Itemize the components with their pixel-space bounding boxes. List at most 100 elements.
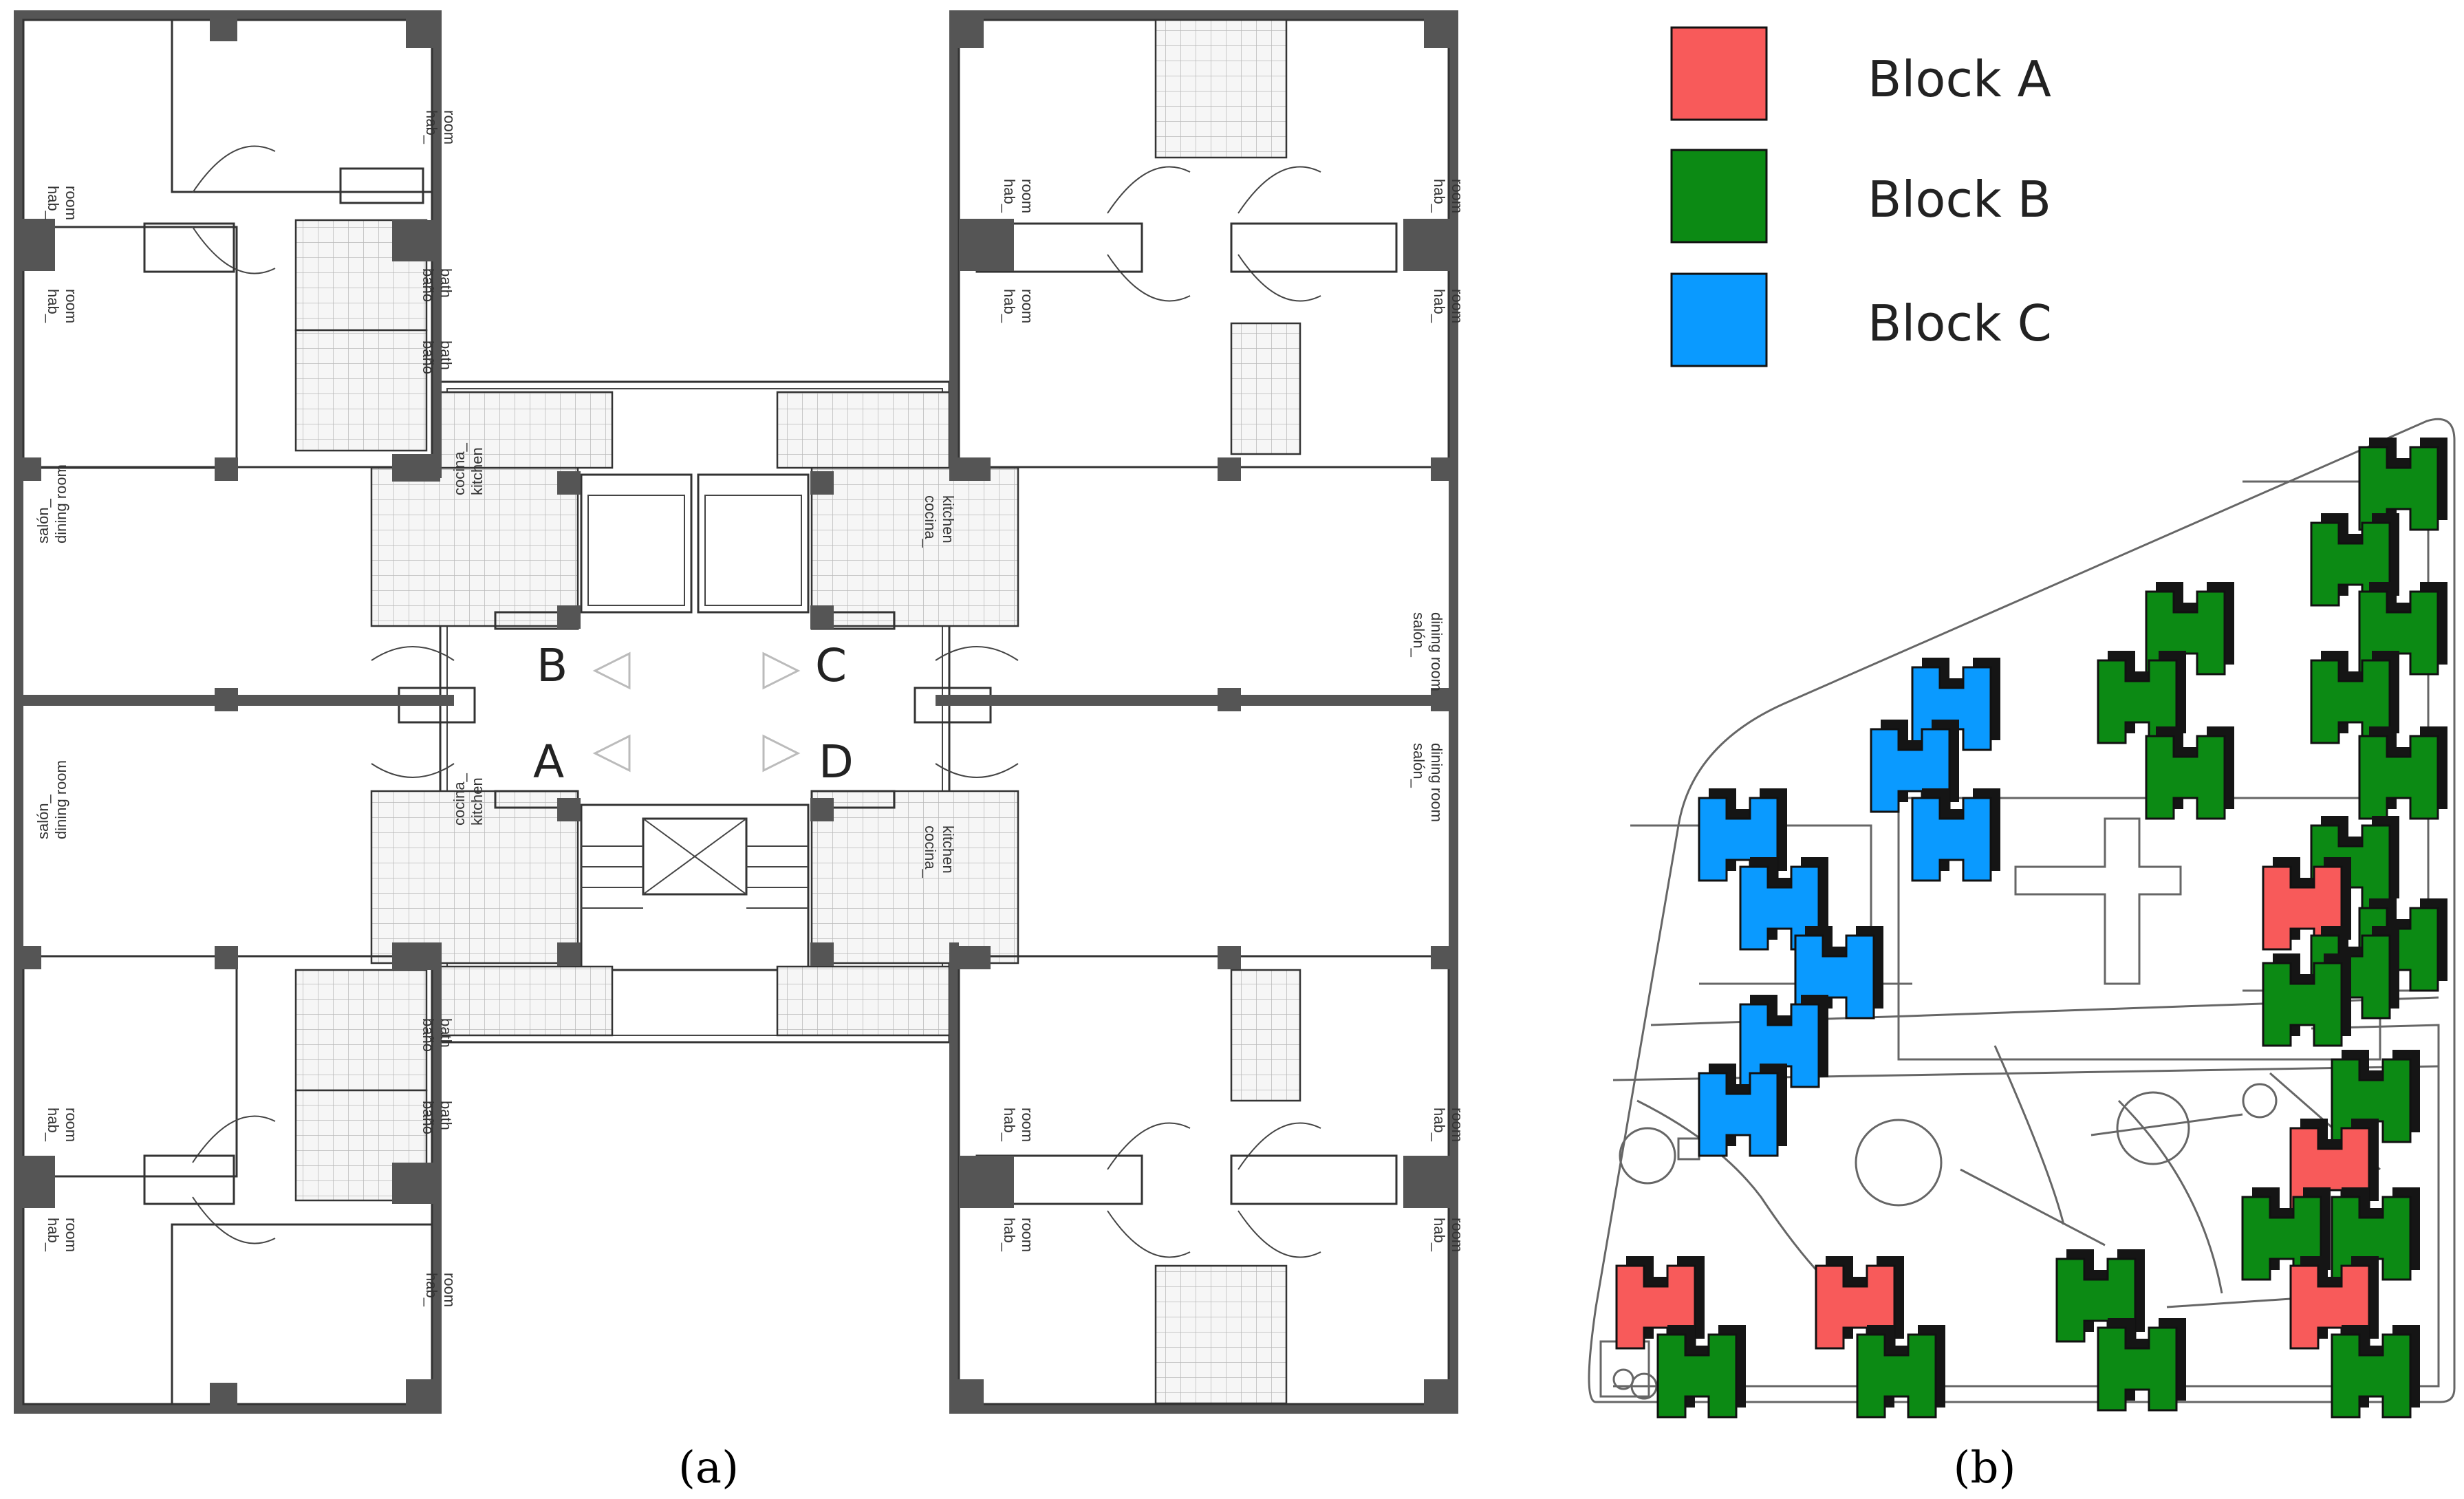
label-kitchen: kitchen xyxy=(468,447,486,495)
building-block-c xyxy=(1739,857,1828,951)
building-blocks xyxy=(1615,438,2447,1419)
building-footprint xyxy=(2262,962,2343,1047)
svg-text:salón_: salón_ xyxy=(1410,743,1427,788)
arrow-a-icon xyxy=(592,734,631,773)
svg-text:room: room xyxy=(1019,289,1036,323)
wing-top-right xyxy=(949,10,1458,1414)
svg-text:hab_: hab_ xyxy=(45,1218,62,1252)
svg-text:hab_: hab_ xyxy=(1001,1218,1018,1252)
svg-text:hab_: hab_ xyxy=(1001,1108,1018,1142)
building-block-b xyxy=(2262,953,2351,1047)
svg-text:room: room xyxy=(63,289,80,323)
svg-text:room: room xyxy=(63,1218,80,1252)
svg-text:room: room xyxy=(63,1108,80,1142)
svg-text:room: room xyxy=(1449,1218,1466,1252)
building-block-b xyxy=(2358,726,2447,820)
svg-text:baño: baño xyxy=(420,341,437,374)
building-footprint xyxy=(2097,1326,2178,1412)
wing-bottom-left xyxy=(14,942,442,1414)
legend-label-block-b: Block B xyxy=(1868,171,2051,228)
wing-bottom-right xyxy=(949,942,1458,1414)
corner-label-b: B xyxy=(537,639,568,692)
kitchen-bottom-right xyxy=(810,790,1019,964)
svg-text:baño: baño xyxy=(420,1101,437,1134)
site-boundary xyxy=(1588,418,2456,1403)
building-footprint xyxy=(1698,1072,1779,1157)
svg-text:dining room: dining room xyxy=(52,760,69,839)
building-footprint xyxy=(1656,1333,1738,1419)
arrow-d-icon xyxy=(762,734,801,773)
wing-top-left xyxy=(14,10,442,1414)
building-block-b xyxy=(1656,1325,1746,1419)
svg-text:hab_: hab_ xyxy=(45,1108,62,1142)
svg-text:cocina_: cocina_ xyxy=(922,495,939,548)
building-block-b xyxy=(2331,1325,2420,1419)
building-block-c xyxy=(1698,1064,1787,1157)
svg-text:hab_: hab_ xyxy=(1001,289,1018,323)
svg-text:dining room: dining room xyxy=(1428,612,1445,691)
corner-label-d: D xyxy=(819,735,854,788)
svg-text:room: room xyxy=(1449,1108,1466,1142)
kitchen-bottom-left xyxy=(370,790,579,964)
svg-text:salón_: salón_ xyxy=(34,794,52,839)
label-room: room xyxy=(63,186,80,220)
svg-text:room: room xyxy=(1019,1108,1036,1142)
building-block-b xyxy=(2358,438,2447,531)
building-block-c xyxy=(1698,788,1787,882)
legend: Block A Block B Block C xyxy=(1670,26,2052,367)
svg-text:kitchen: kitchen xyxy=(468,777,486,826)
building-block-b xyxy=(2331,1187,2420,1281)
building-block-b xyxy=(1856,1325,1945,1419)
svg-text:cocina_: cocina_ xyxy=(922,826,939,878)
svg-text:bath: bath xyxy=(437,341,455,370)
svg-text:room: room xyxy=(1019,179,1036,213)
bath-tile-bottom-right xyxy=(1154,1264,1288,1405)
label-bano: baño xyxy=(420,268,437,302)
svg-text:dining room: dining room xyxy=(1428,743,1445,822)
bath-tile-top-left-2 xyxy=(294,329,428,452)
kitchen-top-right xyxy=(810,466,1019,627)
building-footprint xyxy=(2145,735,2226,820)
building-block-b xyxy=(2097,1318,2186,1412)
svg-text:hab_: hab_ xyxy=(1431,1218,1448,1252)
svg-text:hab_: hab_ xyxy=(423,110,440,144)
label-salon: salón_ xyxy=(34,498,52,543)
building-block-b xyxy=(2097,651,2186,744)
svg-text:bath: bath xyxy=(437,1101,455,1130)
svg-text:room: room xyxy=(1019,1218,1036,1252)
corner-label-c: C xyxy=(815,639,847,692)
legend-swatch-block-c xyxy=(1670,272,1768,367)
building-footprint xyxy=(1856,1333,1937,1419)
svg-text:hab_: hab_ xyxy=(1431,289,1448,323)
legend-swatch-block-a xyxy=(1670,26,1768,121)
legend-label-block-c: Block C xyxy=(1868,294,2052,352)
bath-tile-bottom-left-1 xyxy=(294,969,428,1092)
arrow-b-icon xyxy=(592,651,631,690)
svg-text:room: room xyxy=(1449,289,1466,323)
label-dining: dining room xyxy=(52,464,69,543)
svg-text:bath: bath xyxy=(437,1018,455,1048)
svg-text:baño: baño xyxy=(420,1018,437,1052)
central-core xyxy=(370,380,1019,1044)
caption-a: (a) xyxy=(678,1443,739,1493)
svg-text:hab_: hab_ xyxy=(1001,179,1018,213)
arrow-c-icon xyxy=(762,651,801,690)
building-block-c xyxy=(1911,788,2000,882)
legend-swatch-block-b xyxy=(1670,149,1768,244)
label-hab: hab_ xyxy=(45,186,62,220)
roundabout-east xyxy=(2116,1091,2190,1165)
svg-text:room: room xyxy=(441,110,458,144)
label-cocina: cocina_ xyxy=(451,442,468,495)
roundabout-west xyxy=(1855,1119,1943,1207)
caption-b: (b) xyxy=(1954,1443,2016,1493)
building-block-b xyxy=(2145,726,2234,820)
building-footprint xyxy=(1911,797,1992,882)
building-footprint xyxy=(2331,1333,2412,1419)
label-bath: bath xyxy=(437,268,455,298)
svg-text:hab_: hab_ xyxy=(1431,179,1448,213)
legend-label-block-a: Block A xyxy=(1868,50,2051,108)
svg-text:cocina_: cocina_ xyxy=(451,773,468,826)
